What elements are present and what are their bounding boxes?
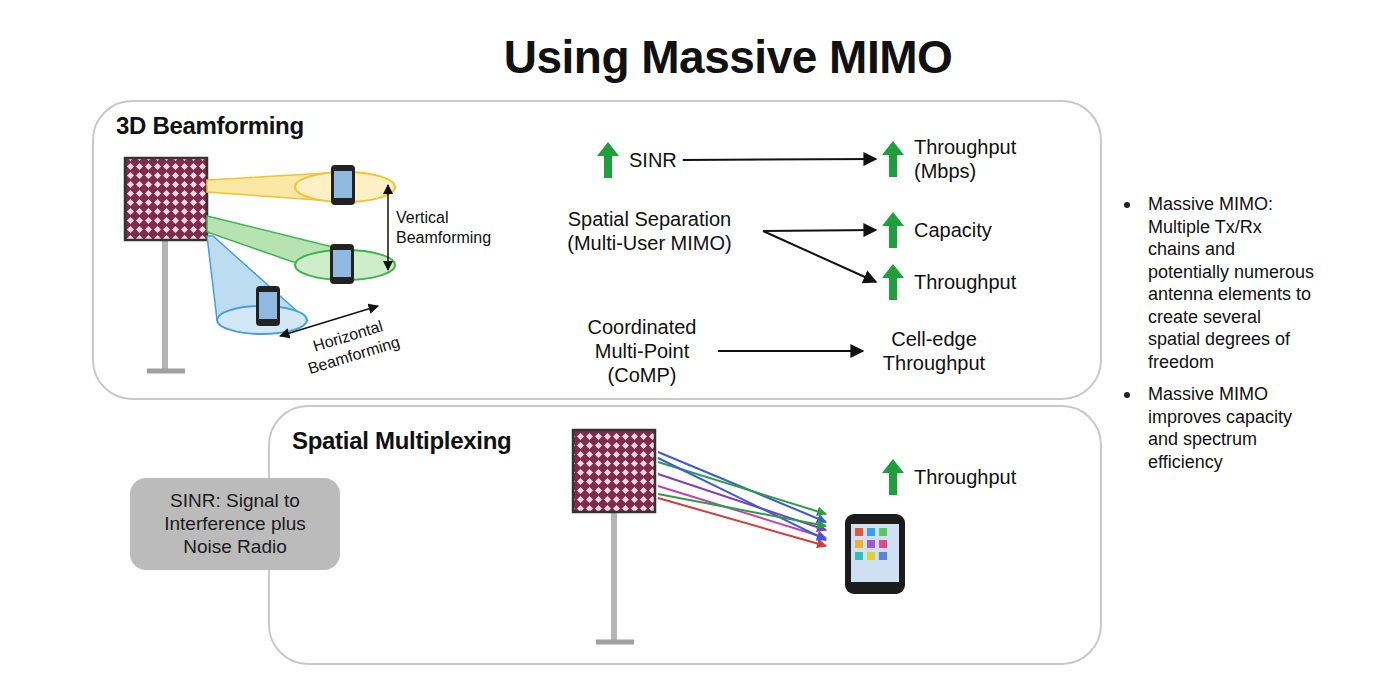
bullet-note: Massive MIMO: Multiple Tx/Rx chains and … (1148, 193, 1316, 373)
metric-item: Throughput (882, 459, 1016, 495)
node-label: Cell-edge Throughput (869, 327, 999, 375)
bullet-note: Massive MIMO improves capacity and spect… (1148, 383, 1316, 473)
increase-arrow (882, 459, 904, 495)
node-label: Capacity (914, 218, 992, 242)
increase-arrow (597, 142, 619, 178)
node-label: Spatial Separation (Multi-User MIMO) (542, 207, 757, 255)
increase-arrow (882, 212, 904, 248)
phone-icon (330, 244, 354, 284)
blue-beam (207, 236, 307, 334)
metric-item: Cell-edge Throughput (869, 327, 999, 375)
yellow-beam (207, 172, 395, 202)
section-panel: Spatial MultiplexingThroughput (268, 405, 1102, 665)
phone-icon (256, 286, 280, 326)
flow-arrow (763, 231, 876, 282)
section-heading: Spatial Multiplexing (292, 427, 1078, 456)
node-label: Coordinated Multi-Point (CoMP) (572, 315, 712, 387)
antenna-mast (573, 430, 655, 642)
flow-arrow (718, 350, 863, 352)
node-label: SINR (629, 148, 677, 172)
node-label: SINR: Signal to Interference plus Noise … (142, 490, 328, 558)
node-label: Throughput (914, 270, 1016, 294)
phone-icon (845, 514, 905, 594)
metric-item: Capacity (882, 212, 992, 248)
phone-icon (331, 165, 355, 205)
metric-item: Throughput (882, 264, 1016, 300)
node-label: Throughput (Mbps) (914, 135, 1039, 183)
metric-item: SINR (597, 142, 677, 178)
section-panel: 3D BeamformingSINRThroughput (Mbps)Spati… (92, 100, 1102, 400)
vertical-arrow (387, 185, 389, 270)
technique-item: Coordinated Multi-Point (CoMP) (572, 315, 712, 387)
axis-label: Vertical Beamforming (396, 208, 516, 248)
flow-arrow (683, 159, 876, 160)
multiplex-rays (658, 452, 826, 546)
antenna-mast (125, 158, 207, 371)
increase-arrow (882, 264, 904, 300)
technique-item: Spatial Separation (Multi-User MIMO) (542, 207, 757, 255)
metric-item: Throughput (Mbps) (882, 135, 1039, 183)
increase-arrow (882, 141, 904, 177)
diagram-title: Using Massive MIMO (428, 30, 1028, 84)
flow-arrow (763, 230, 876, 231)
note-box: SINR: Signal to Interference plus Noise … (130, 478, 340, 570)
axis-label: Horizontal Beamforming (282, 308, 420, 385)
node-label: Throughput (914, 465, 1016, 489)
